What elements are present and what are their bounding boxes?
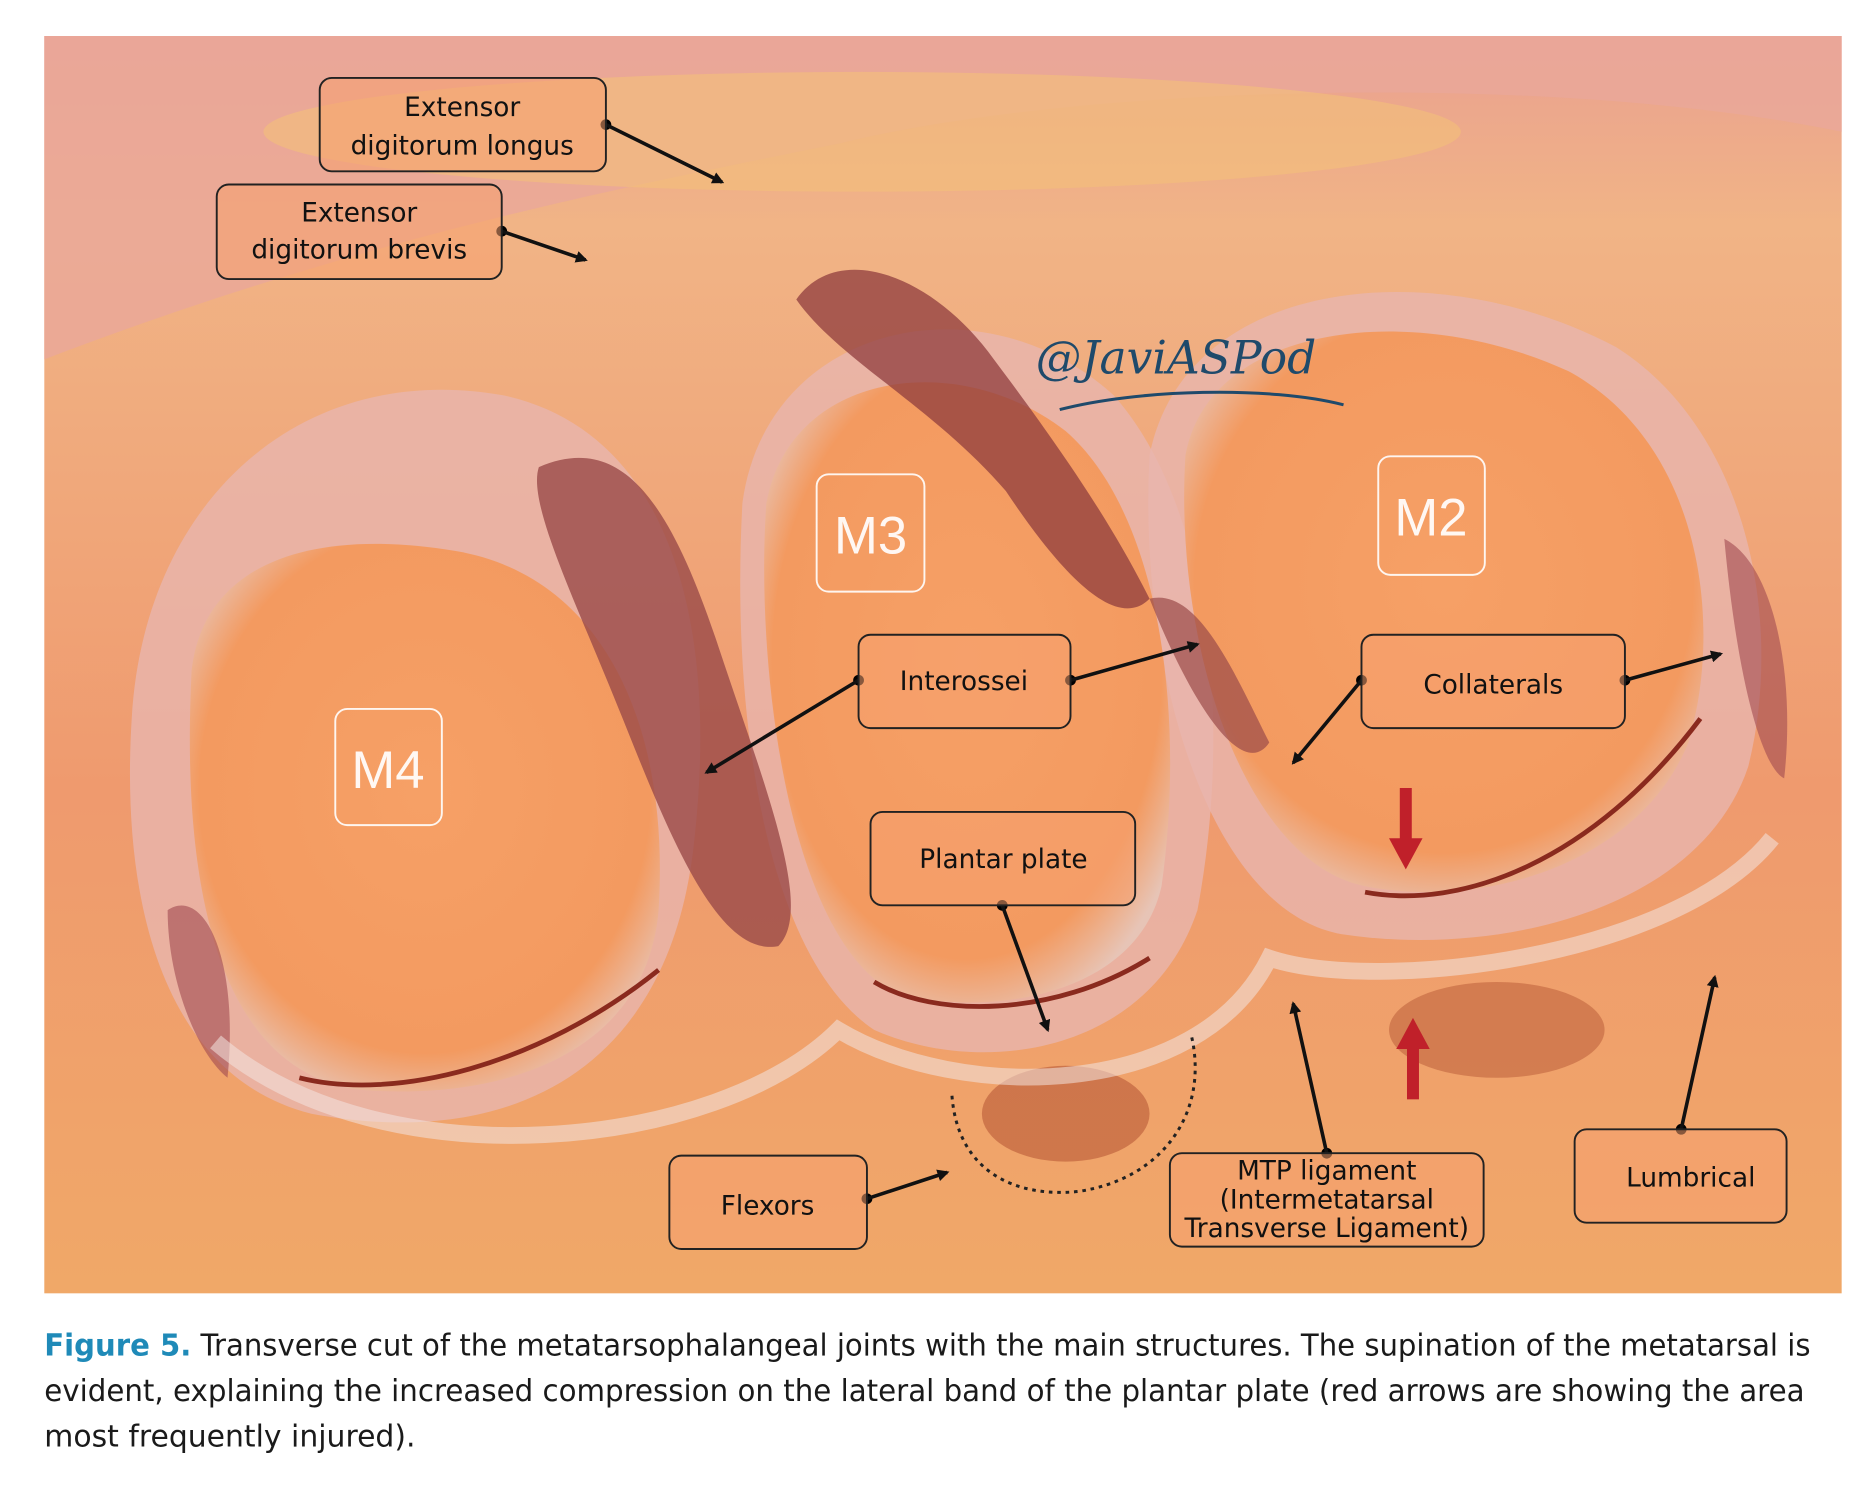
watermark: @JaviASPod [1036,332,1316,385]
label-extensor-digitorum-brevis: Extensor digitorum brevis [215,183,503,281]
svg-text:M4: M4 [351,741,424,800]
svg-text:digitorum longus: digitorum longus [351,132,574,162]
svg-text:Interossei: Interossei [900,667,1028,697]
svg-text:Lumbrical: Lumbrical [1626,1164,1755,1194]
label-plantar-plate: Plantar plate [869,810,1137,907]
bone-label-m3: M3 [815,473,926,593]
svg-text:Flexors: Flexors [721,1191,815,1221]
figure-caption: Figure 5. Transverse cut of the metatars… [44,1329,1810,1455]
svg-text:digitorum brevis: digitorum brevis [251,236,467,266]
label-lumbrical: Lumbrical [1573,1128,1788,1224]
caption-label: Figure 5. [44,1329,191,1364]
svg-text:MTP ligament: MTP ligament [1237,1157,1416,1187]
leader-arrows [496,119,1724,1205]
svg-text:Extensor: Extensor [301,199,417,229]
red-arrows [1389,788,1430,1100]
svg-text:most frequently injured).: most frequently injured). [44,1420,415,1455]
svg-text:M3: M3 [834,506,907,565]
svg-text:Figure 5. Transverse cut of th: Figure 5. Transverse cut of the metatars… [44,1329,1810,1364]
watermark-underline [1059,390,1344,412]
svg-text:Extensor: Extensor [404,93,520,123]
svg-text:Collaterals: Collaterals [1423,670,1563,700]
anatomy-photo [44,36,1842,1294]
label-collaterals: Collaterals [1360,633,1626,730]
label-mtp-ligament: MTP ligament (Intermetatarsal Transverse… [1168,1152,1485,1248]
bone-label-m4: M4 [334,708,443,827]
svg-text:evident, explaining the increa: evident, explaining the increased compre… [44,1374,1804,1409]
label-interossei: Interossei [857,633,1072,730]
svg-text:Transverse Ligament): Transverse Ligament) [1184,1214,1469,1244]
svg-text:(Intermetatarsal: (Intermetatarsal [1220,1185,1434,1215]
svg-text:M2: M2 [1394,488,1467,547]
svg-text:Plantar plate: Plantar plate [919,845,1087,875]
bone-label-m2: M2 [1377,455,1486,576]
label-flexors: Flexors [668,1154,868,1250]
label-extensor-digitorum-longus: Extensor digitorum longus [318,76,607,173]
